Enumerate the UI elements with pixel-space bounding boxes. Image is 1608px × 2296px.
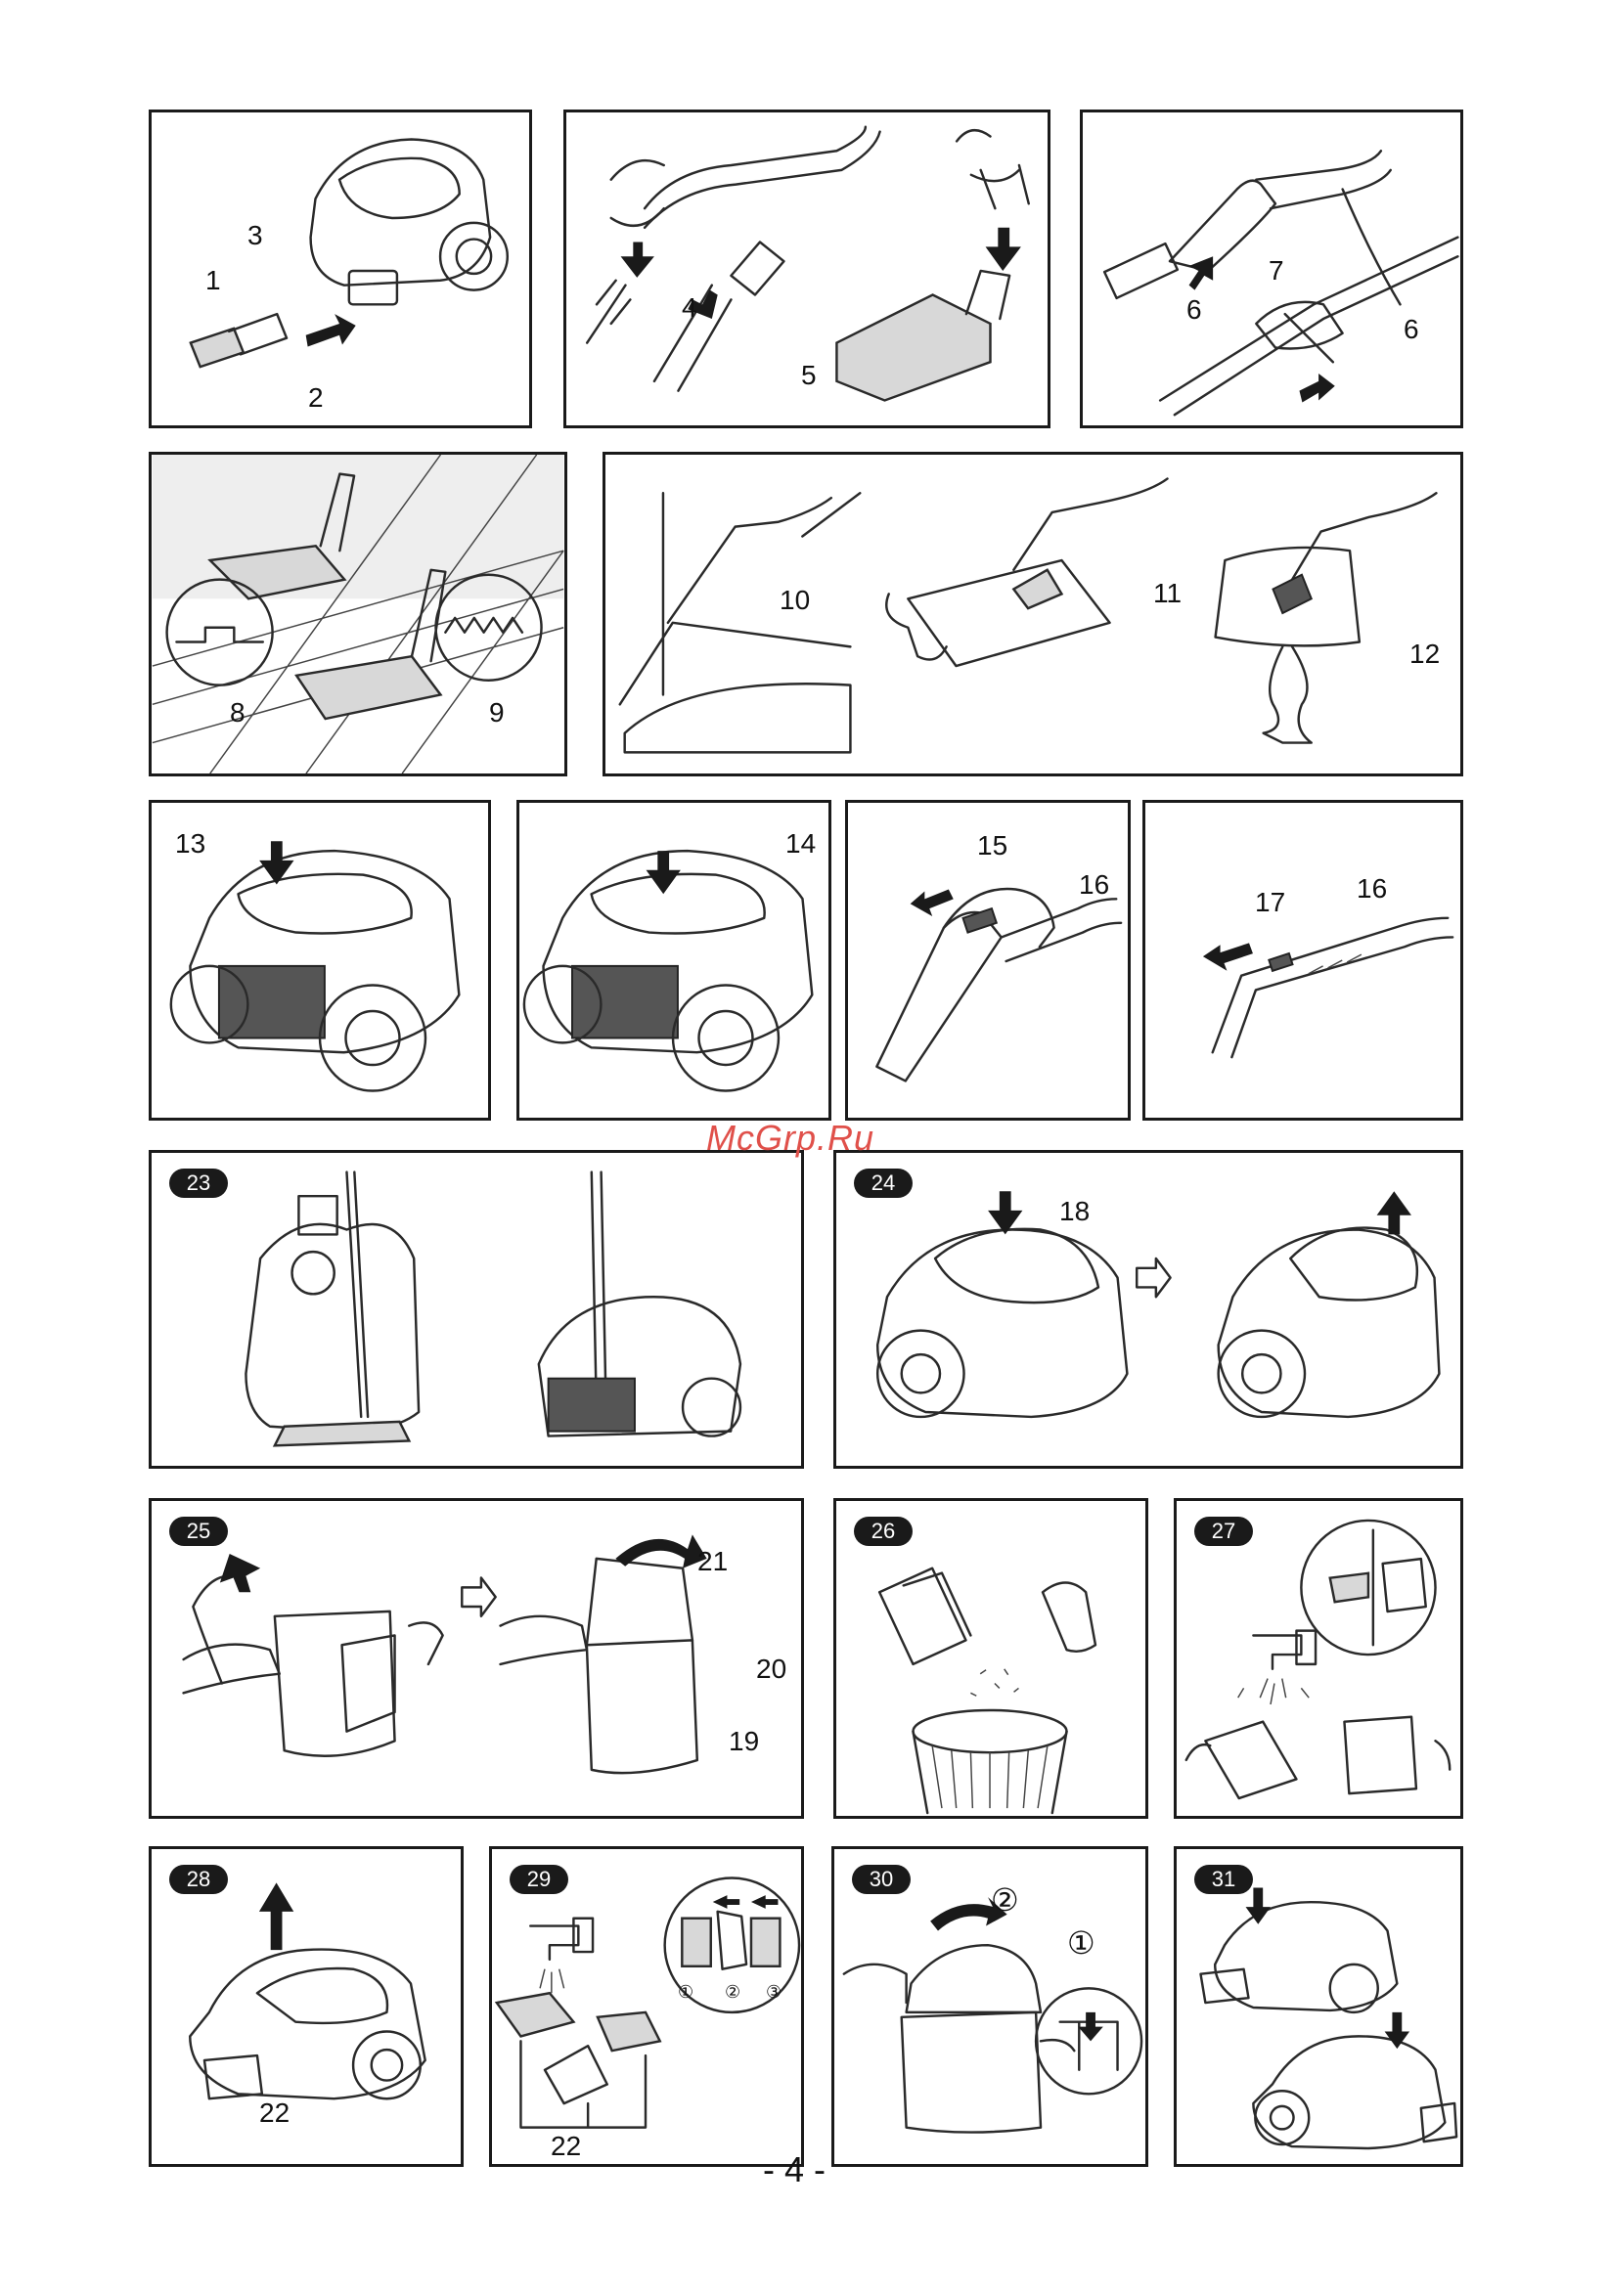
callout-20: 20 (756, 1656, 786, 1683)
nozzle-icon (605, 455, 1460, 773)
panel-25-open-container: 25 21 20 19 (149, 1498, 804, 1819)
callout-3: 3 (247, 222, 263, 249)
panel-29-wash-filter: 29 22 ① ② ③ (489, 1846, 804, 2167)
callout-11: 11 (1153, 580, 1182, 607)
panel-power-button: 13 (149, 800, 491, 1121)
trash-bin-icon (836, 1501, 1145, 1816)
callout-14: 14 (785, 830, 816, 858)
callout-7: 7 (1269, 257, 1284, 285)
callout-5: 5 (801, 362, 817, 389)
callout-18: 18 (1059, 1198, 1090, 1225)
callout-9: 9 (489, 699, 505, 727)
callout-16b: 16 (1357, 875, 1387, 903)
panel-31-reinstall: 31 (1174, 1846, 1463, 2167)
callout-16: 16 (1079, 871, 1109, 899)
callout-22b: 22 (551, 2133, 581, 2160)
vacuum-cleaner-icon (836, 1153, 1460, 1466)
vacuum-cleaner-icon (1177, 1849, 1460, 2164)
callout-2: 2 (308, 384, 324, 412)
panel-30-close-container: 30 ② ① (831, 1846, 1148, 2167)
callout-circled-1b: ① (1067, 1929, 1095, 1957)
panel-suction-slider-handle: 15 16 (845, 800, 1131, 1121)
callout-1: 1 (205, 267, 221, 294)
panel-cord-rewind: 14 (516, 800, 831, 1121)
callout-13: 13 (175, 830, 205, 858)
callout-17: 17 (1255, 889, 1285, 916)
callout-19: 19 (729, 1728, 759, 1755)
panel-floor-nozzle: 8 9 (149, 452, 567, 776)
rotate-arrow-icon (834, 1849, 1145, 2164)
panel-assembly-tube: 1 3 2 (149, 110, 532, 428)
panel-attach-tube: 4 5 (563, 110, 1050, 428)
callout-circled-2b: ② (991, 1886, 1019, 1914)
panel-24-remove-container: 24 18 (833, 1150, 1463, 1469)
panel-26-empty-container: 26 (833, 1498, 1148, 1819)
callout-12: 12 (1409, 640, 1440, 668)
watermark: McGrp.Ru (706, 1118, 874, 1159)
callout-10: 10 (780, 587, 810, 614)
vacuum-cleaner-icon (519, 803, 828, 1118)
vacuum-cleaner-icon (152, 1153, 801, 1466)
callout-circled-1: ① (678, 1978, 693, 2006)
callout-circled-3: ③ (766, 1978, 782, 2006)
callout-21: 21 (697, 1548, 728, 1575)
panel-telescopic-tube: 6 7 6 (1080, 110, 1463, 428)
callout-4: 4 (682, 294, 697, 322)
callout-6b: 6 (1404, 316, 1419, 343)
panel-23-storage: 23 (149, 1150, 804, 1469)
callout-22a: 22 (259, 2099, 290, 2127)
filter-icon (492, 1849, 801, 2164)
page-number: - 4 - (763, 2149, 826, 2190)
panel-accessories: 10 11 12 (603, 452, 1463, 776)
callout-15: 15 (977, 832, 1007, 860)
hose-icon (1145, 803, 1460, 1118)
callout-8: 8 (230, 699, 246, 727)
faucet-icon (1177, 1501, 1460, 1816)
callout-circled-2: ② (725, 1978, 740, 2006)
panel-27-wash-container: 27 (1174, 1498, 1463, 1819)
panel-28-remove-filter: 28 22 (149, 1846, 464, 2167)
callout-6a: 6 (1186, 296, 1202, 324)
panel-suction-slider-tube: 17 16 (1142, 800, 1463, 1121)
vacuum-cleaner-icon (152, 1849, 461, 2164)
